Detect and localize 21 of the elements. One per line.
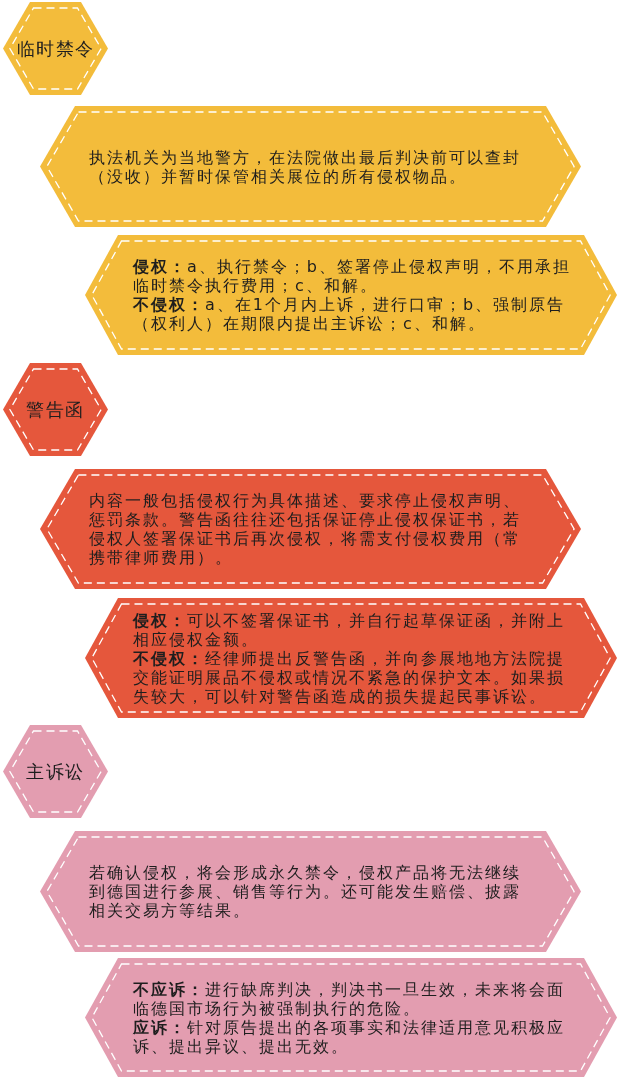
section-hexagon [3, 363, 108, 456]
hexagon-panel [40, 106, 581, 227]
hexagon-panel [85, 958, 617, 1077]
hexagon-panel [40, 469, 581, 589]
section-title: 主诉讼 [26, 760, 85, 783]
section-title: 临时禁令 [16, 37, 95, 60]
paragraph-text: 执法机关为当地警方，在法院做出最后判决前可以查封（没收）并暂时保管相关展位的所有侵权物品。 [89, 147, 522, 186]
paragraph-text: 不应诉：进行缺席判决，判决书一旦生效，未来将会面临德国市场行为被强制执行的危险。 [133, 979, 566, 1018]
paragraph-text: 侵权：a、执行禁令；b、签署停止侵权声明，不用承担临时禁令执行费用；c、和解。 [133, 257, 572, 295]
hexagon-panel [40, 831, 581, 952]
section-hexagon [3, 2, 108, 95]
paragraph-text: 应诉：针对原告提出的各项事实和法律适用意见积极应诉、提出异议、提出无效。 [133, 1017, 566, 1056]
section-hexagon [3, 725, 108, 818]
paragraph-text: 不侵权：a、在1个月内上诉，进行口审；b、强制原告（权利人）在期限内提出主诉讼；c、和解。 [133, 295, 567, 333]
paragraph-text: 若确认侵权，将会形成永久禁令，侵权产品将无法继续到德国进行参展、销售等行为。还可能发生赔偿、披露相关交易方等结果。 [89, 863, 522, 920]
paragraph-text: 不侵权：经律师提出反警告函，并向参展地地方法院提交能证明展品不侵权或情况不紧急的保护文本。如果损失较大，可以针对警告函造成的损失提起民事诉讼。 [133, 648, 566, 706]
paragraph-text: 内容一般包括侵权行为具体描述、要求停止侵权声明、惩罚条款。警告函往往还包括保证停止侵权保证书，若侵权人签署保证书后再次侵权，将需支付侵权费用（常携带律师费用）。 [89, 491, 522, 567]
section-title: 警告函 [26, 398, 85, 421]
paragraph-text: 侵权：可以不签署保证书，并自行起草保证函，并附上相应侵权金额。 [133, 610, 566, 649]
hexagon-panel [85, 598, 617, 718]
hexagon-panel [85, 235, 617, 355]
